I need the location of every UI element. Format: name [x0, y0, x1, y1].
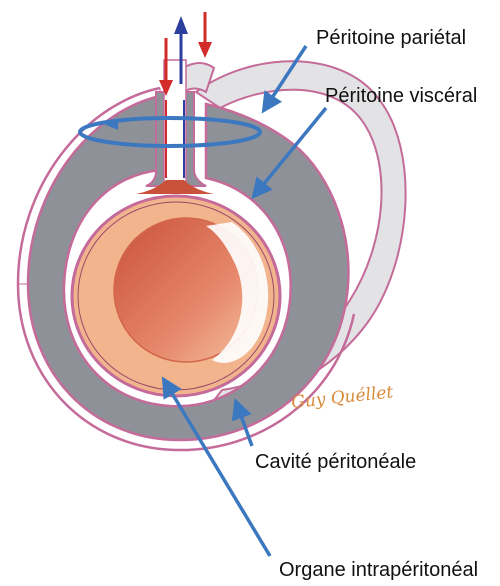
label-peritoine-parietal: Péritoine pariétal [316, 27, 467, 49]
vessel-arrows [159, 12, 212, 178]
label-peritoine-visceral: Péritoine viscéral [325, 85, 478, 107]
organ-ring [70, 194, 282, 398]
rotation-arrow [78, 116, 262, 148]
pointer-arrows [161, 45, 328, 557]
label-organe-intraperitoneal: Organe intrapéritonéal [279, 559, 479, 581]
label-cavite-peritoneale: Cavité péritonéale [255, 451, 417, 473]
